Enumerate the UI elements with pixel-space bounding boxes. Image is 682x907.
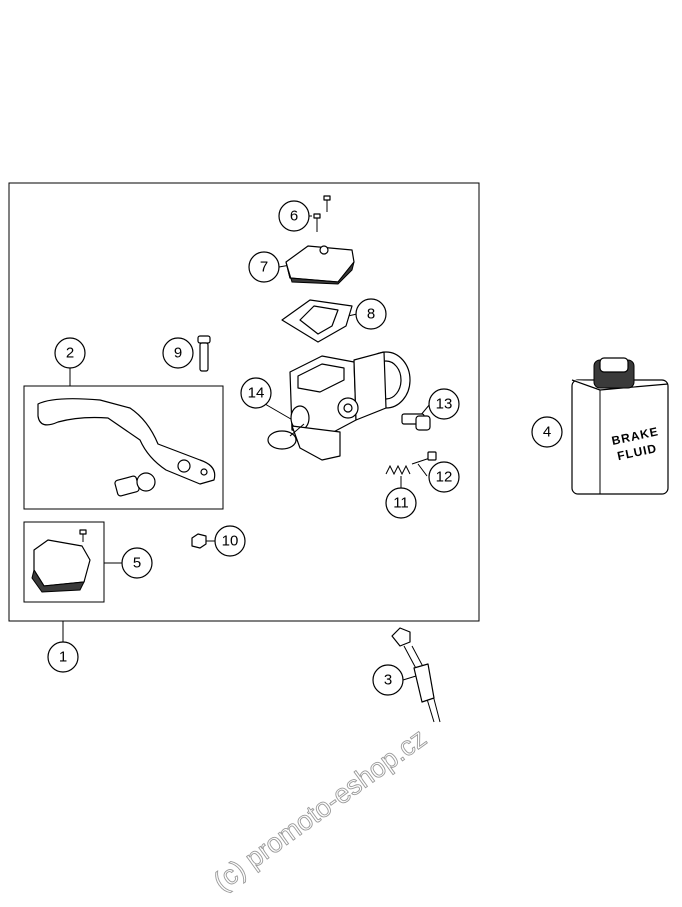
callout-14: 14 (240, 377, 272, 409)
callout-12: 12 (428, 461, 460, 493)
master-cylinder (267, 351, 411, 461)
callout-1: 1 (47, 641, 79, 673)
watermark: (c) promoto-eshop.cz (208, 723, 432, 897)
callout-7: 7 (248, 251, 280, 283)
callout-8: 8 (355, 298, 387, 330)
svg-text:13: 13 (436, 396, 453, 413)
banjo-bolt (401, 413, 431, 431)
svg-text:10: 10 (222, 533, 239, 550)
diaphragm (281, 299, 353, 343)
svg-text:3: 3 (384, 672, 392, 689)
svg-text:8: 8 (367, 306, 375, 323)
svg-text:12: 12 (436, 469, 453, 486)
leader-lines (62, 215, 431, 681)
callout-9: 9 (162, 337, 194, 369)
screw-pair (313, 195, 331, 232)
lever-cover (31, 529, 91, 593)
callout-11: 11 (385, 487, 417, 519)
spring (385, 464, 411, 476)
push-rod (411, 451, 437, 465)
callout-6: 6 (278, 200, 310, 232)
callout-3: 3 (372, 664, 404, 696)
assembly-frame (8, 182, 480, 622)
callout-10: 10 (214, 525, 246, 557)
callout-4: 4 (531, 416, 563, 448)
brake-fluid-bottle: BRAKE FLUID (571, 357, 669, 495)
brake-hose (391, 627, 441, 723)
cover-frame (23, 521, 105, 603)
svg-text:14: 14 (248, 385, 265, 402)
svg-text:9: 9 (174, 345, 182, 362)
pin-bolt (197, 335, 211, 372)
svg-text:2: 2 (66, 345, 74, 362)
svg-text:1: 1 (59, 649, 67, 666)
svg-text:4: 4 (543, 424, 551, 441)
svg-text:7: 7 (260, 259, 268, 276)
callout-13: 13 (428, 388, 460, 420)
callout-2: 2 (54, 337, 86, 369)
nut (191, 533, 207, 549)
svg-text:5: 5 (133, 555, 141, 572)
lever-frame (23, 385, 224, 510)
svg-text:11: 11 (393, 495, 409, 512)
brake-lever (37, 398, 216, 497)
reservoir-cover (285, 245, 355, 285)
callout-5: 5 (121, 547, 153, 579)
svg-text:6: 6 (290, 208, 298, 225)
